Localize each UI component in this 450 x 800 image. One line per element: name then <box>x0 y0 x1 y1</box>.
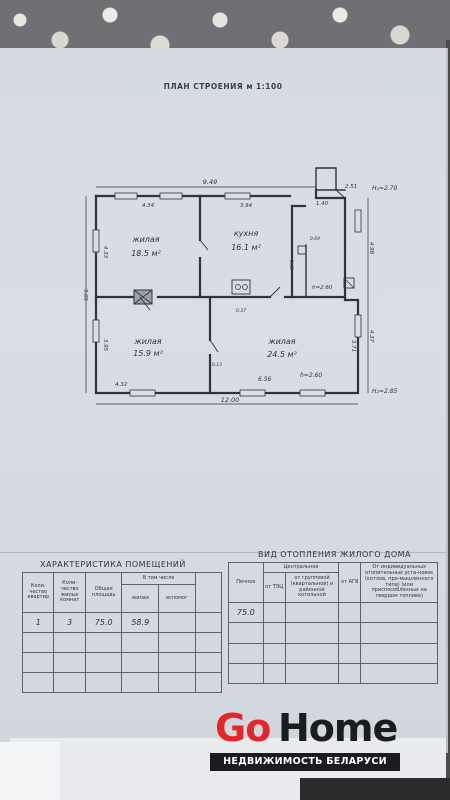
plan-title: ПЛАН СТРОЕНИЯ м 1:100 <box>163 82 283 91</box>
header-including: В том числе <box>121 572 196 585</box>
dim-top-total: 9.49 <box>203 178 217 186</box>
room-4-name: жилая <box>267 337 295 346</box>
heating-table-title: ВИД ОТОПЛЕНИЯ ЖИЛОГО ДОМА <box>258 550 411 559</box>
dim-small-3: 0.37 <box>236 308 246 314</box>
header-central: Центральное <box>262 561 340 574</box>
background-edge <box>446 40 450 800</box>
dim-bottom-right-room: 6.56 <box>258 376 272 383</box>
header-living-rooms: Коли-чество жилых комнат <box>53 572 86 613</box>
gohome-logo: Go Home НЕДВИЖИМОСТЬ БЕЛАРУСИ <box>210 705 400 771</box>
dim-bottom-left-room: 4.32 <box>115 382 128 388</box>
header-apartments: Коли-чество квартир <box>21 572 55 613</box>
room-2-name: кухня <box>234 229 259 238</box>
inner-height-label: h=2.60 <box>300 372 322 379</box>
background-floor <box>300 778 450 800</box>
dim-left-top-room: 4.33 <box>102 246 108 259</box>
height-bottom: H₂=2.85 <box>372 388 397 395</box>
header-total-area: Общая площадь <box>84 572 123 613</box>
dim-bottom-total: 12.00 <box>221 396 240 404</box>
dim-top-left-room: 4.34 <box>142 203 155 209</box>
height-top: H₁=2.70 <box>372 185 397 192</box>
room-1-area: 18.5 м² <box>131 249 161 258</box>
logo-go-text: Go <box>215 706 271 750</box>
header-empty <box>194 572 223 613</box>
sheet-fold-line <box>0 552 446 553</box>
header-auxiliary: вспомог <box>158 584 196 613</box>
room-2-area: 16.1 м² <box>231 243 261 252</box>
cell-living: 58.9 <box>121 612 160 633</box>
logo-home-text: Home <box>278 706 398 750</box>
dim-small-4: 0.13 <box>212 362 222 368</box>
room-3-name: жилая <box>133 337 161 346</box>
cell-auxiliary <box>158 612 196 633</box>
logo-subtitle: НЕДВИЖИМОСТЬ БЕЛАРУСИ <box>210 753 400 771</box>
table-row <box>21 672 223 693</box>
dim-right-bottom: 4.37 <box>368 330 374 343</box>
dim-top-right: 1.40 <box>316 201 329 207</box>
room-4-area: 24.5 м² <box>267 350 297 359</box>
dim-left-total: 9.05 <box>82 289 88 302</box>
inner-height-label-2: h=2.60 <box>312 285 333 291</box>
table-row <box>228 622 438 644</box>
header-agv: от АГВ <box>338 561 362 604</box>
table-row <box>21 652 223 673</box>
room-3-area: 15.9 м² <box>133 349 163 358</box>
cell-total-area: 75.0 <box>84 612 123 633</box>
heating-table: Печное Центральное от АГВ От индивидуаль… <box>228 561 438 685</box>
dim-small-1: 0.69 <box>310 236 320 242</box>
header-stove: Печное <box>228 561 264 604</box>
rooms-table-title: ХАРАКТЕРИСТИКА ПОМЕЩЕНИЙ <box>40 560 186 569</box>
dim-small-2: 1.42 <box>288 260 294 270</box>
table-row <box>21 632 223 653</box>
dim-right-inner: 3.71 <box>350 340 356 352</box>
dim-right-top: 4.98 <box>368 242 374 255</box>
cell-apartments: 1 <box>21 612 55 633</box>
floor-plan: 9.49 4.34 3.94 1.40 2.51 H₁=2.70 9.05 4.… <box>82 167 397 405</box>
header-living: жилая <box>121 584 160 613</box>
room-1-name: жилая <box>131 235 159 244</box>
header-individual: От индивидуальных отопительных уста-ново… <box>360 561 438 604</box>
cell-living-rooms: 3 <box>53 612 86 633</box>
dim-top-kitchen: 3.94 <box>240 203 253 209</box>
header-from-tec: от ТЭЦ <box>262 572 286 604</box>
rooms-table: Коли-чество квартир Коли-чество жилых ко… <box>21 572 223 693</box>
underlying-paper-corner <box>0 742 60 800</box>
dim-top-far-right: 2.51 <box>345 184 357 190</box>
table-row: 75.0 <box>228 602 438 624</box>
table-row <box>228 662 438 685</box>
table-row: 1 3 75.0 58.9 <box>21 612 223 633</box>
table-row <box>228 642 438 664</box>
cell-stove: 75.0 <box>228 602 264 624</box>
header-from-group: от групповой (квартальной) и районной ко… <box>284 572 340 604</box>
dim-left-bottom-room: 3.95 <box>102 339 108 352</box>
